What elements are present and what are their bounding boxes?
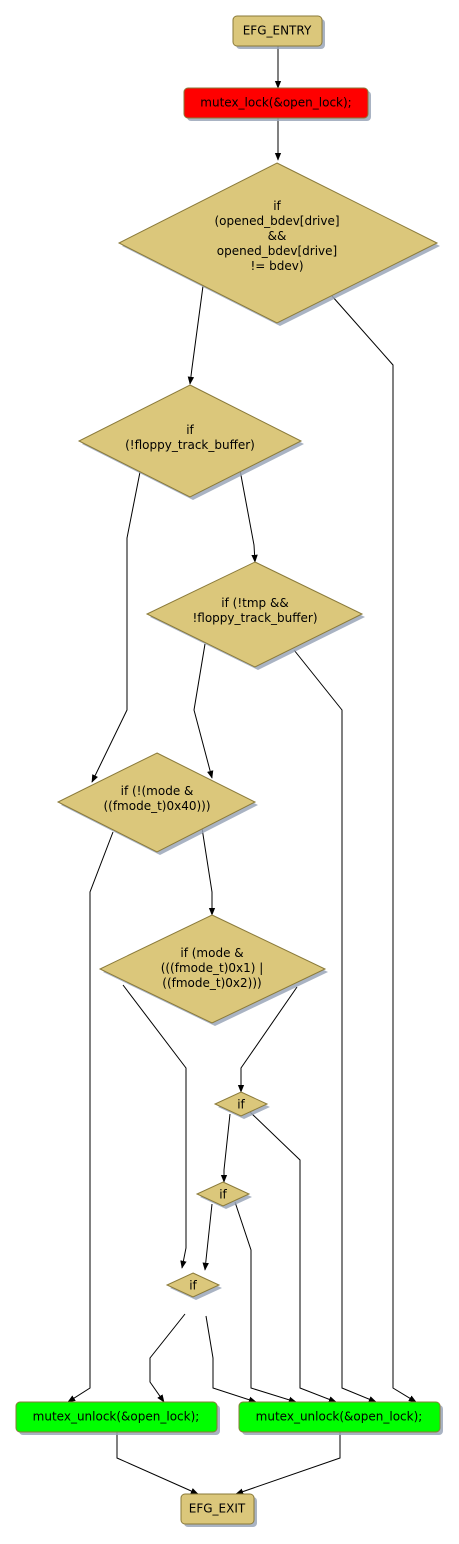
label-line: if [186, 423, 194, 437]
label-line: ((fmode_t)0x40))) [103, 799, 210, 813]
decision-if-3-label: if [189, 1279, 197, 1293]
edge-d4-d5 [201, 827, 216, 916]
exit-label: EFG_EXIT [189, 1502, 246, 1516]
edge-d4-unlock1 [67, 831, 114, 1403]
decision-tmp-floppy-track-buffer-label: if (!tmp &&!floppy_track_buffer) [192, 596, 317, 625]
decision-mode-0x1-0x2-label: if (mode &(((fmode_t)0x1) |((fmode_t)0x2… [161, 946, 264, 990]
decision-tmp-floppy-track-buffer: if (!tmp &&!floppy_track_buffer) [145, 561, 365, 670]
label-line: if (mode & [180, 946, 243, 960]
edge-d5-d8 [122, 984, 187, 1269]
decision-if-2-label: if [219, 1188, 227, 1202]
entry-label: EFG_ENTRY [243, 24, 312, 38]
edge-unlock2-exit [235, 1432, 341, 1495]
edge-d5-d6 [237, 986, 298, 1093]
edge-d2-d4 [91, 471, 141, 783]
edge-d8-unlock2 [205, 1315, 257, 1403]
edge-d8-unlock1 [149, 1313, 186, 1403]
decision-if-1-label: if [237, 1098, 245, 1112]
decision-mode-0x40: if (!(mode &((fmode_t)0x40))) [56, 752, 258, 855]
mutex-unlock-label-2: mutex_unlock(&open_lock); [256, 1410, 423, 1424]
decision-floppy-track-buffer-label: if(!floppy_track_buffer) [125, 423, 255, 452]
edge-unlock1-exit [116, 1432, 199, 1495]
decision-if-3: if [165, 1272, 222, 1300]
edge-d1-d2 [187, 285, 204, 385]
edge-d2-d3 [239, 469, 258, 563]
edge-d3-d4 [193, 643, 214, 779]
label-line: (opened_bdev[drive] [214, 214, 339, 228]
decision-opened-bdev-label: if(opened_bdev[drive]&&opened_bdev[drive… [214, 199, 339, 273]
edge-d6-unlock2 [249, 1111, 337, 1403]
decision-mode-0x1-0x2: if (mode &(((fmode_t)0x1) |((fmode_t)0x2… [98, 914, 328, 1026]
mutex-lock-node: mutex_lock(&open_lock); [183, 87, 371, 121]
label-line: && [268, 229, 287, 243]
mutex-lock-label: mutex_lock(&open_lock); [200, 96, 351, 110]
mutex-unlock-node-1: mutex_unlock(&open_lock); [15, 1401, 220, 1435]
label-line: != bdev) [250, 259, 303, 273]
decision-mode-0x40-label: if (!(mode &((fmode_t)0x40))) [103, 784, 210, 813]
label-line: if (!tmp && [221, 596, 288, 610]
edge-d7-unlock2 [234, 1201, 297, 1403]
mutex-unlock-label-1: mutex_unlock(&open_lock); [33, 1410, 200, 1424]
label-line: (((fmode_t)0x1) | [161, 961, 264, 975]
edge-d1-unlock2 [331, 295, 417, 1403]
decision-if-1: if [213, 1091, 270, 1119]
label-line: !floppy_track_buffer) [192, 611, 317, 625]
label-line: (!floppy_track_buffer) [125, 438, 255, 452]
exit-node: EFG_EXIT [180, 1493, 257, 1527]
edge-d7-d8 [202, 1203, 213, 1271]
label-line: ((fmode_t)0x2))) [162, 976, 261, 990]
label-line: opened_bdev[drive] [217, 244, 337, 258]
edges [67, 46, 417, 1495]
decision-floppy-track-buffer: if(!floppy_track_buffer) [77, 384, 304, 500]
decision-opened-bdev: if(opened_bdev[drive]&&opened_bdev[drive… [117, 162, 440, 326]
edge-d6-d7 [220, 1113, 231, 1183]
label-line: if [273, 199, 281, 213]
entry-node: EFG_ENTRY [232, 15, 325, 49]
decision-if-2: if [195, 1181, 252, 1209]
label-line: if (!(mode & [121, 784, 194, 798]
mutex-unlock-node-2: mutex_unlock(&open_lock); [238, 1401, 443, 1435]
edge-d3-unlock2 [293, 649, 377, 1403]
